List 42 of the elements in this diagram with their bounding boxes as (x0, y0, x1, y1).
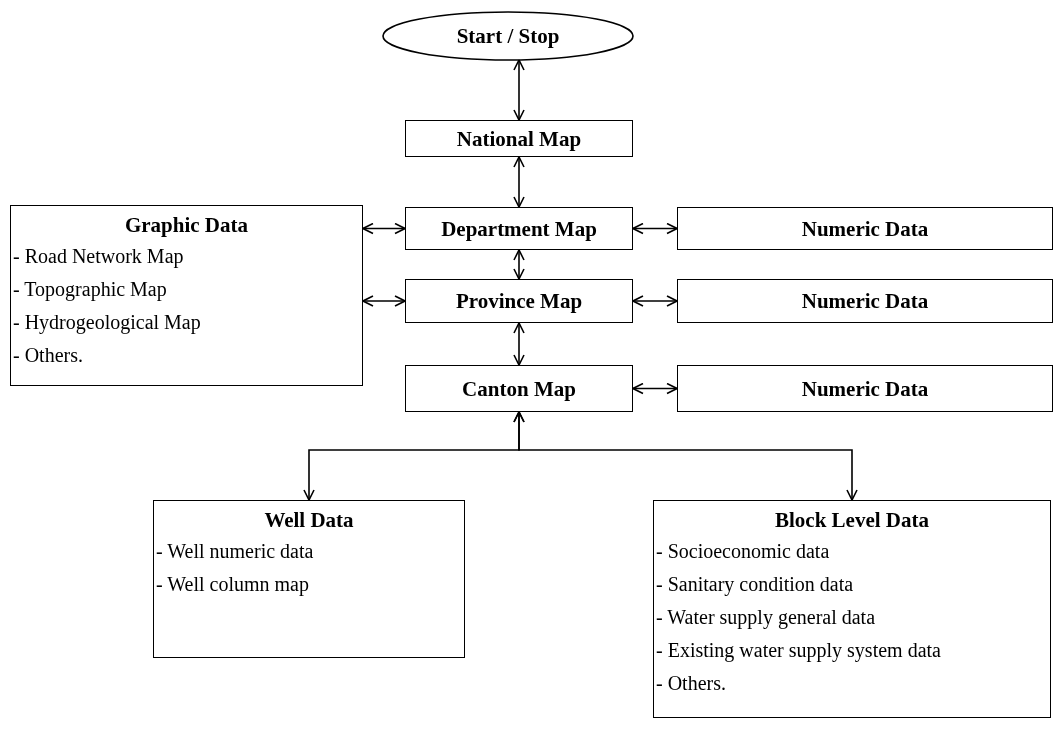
process-box (405, 120, 633, 157)
process-box (677, 279, 1053, 323)
process-box (677, 207, 1053, 250)
box-title: National Map (456, 125, 582, 153)
process-box (405, 365, 633, 412)
data-box (10, 205, 363, 386)
process-box (405, 279, 633, 323)
process-box (405, 207, 633, 250)
list-item: - Water supply general data (655, 605, 877, 631)
box-title: Start / Stop (456, 23, 560, 50)
arrow (513, 411, 858, 501)
box-title: Numeric Data (801, 288, 929, 315)
arrow (632, 382, 678, 395)
box-title: Canton Map (462, 375, 576, 403)
list-item: - Socioeconomic data (655, 539, 831, 564)
arrow (513, 156, 525, 208)
box-title: Block Level Data (774, 507, 930, 534)
list-item: - Others. (12, 343, 84, 368)
arrow (362, 295, 406, 307)
arrow (513, 249, 525, 280)
list-item: - Sanitary condition data (655, 572, 855, 598)
arrow (632, 222, 678, 235)
list-item: - Others. (655, 671, 727, 696)
arrow (362, 222, 406, 235)
arrow (632, 295, 678, 307)
box-title: Numeric Data (801, 375, 929, 403)
list-item: - Road Network Map (12, 244, 185, 270)
data-box (653, 500, 1051, 718)
box-title: Province Map (455, 288, 583, 315)
box-title: Numeric Data (801, 215, 929, 243)
list-item: - Well column map (155, 572, 310, 598)
list-item: - Hydrogeological Map (12, 310, 202, 336)
arrow (513, 59, 525, 121)
box-title: Well Data (263, 507, 355, 534)
box-title: Department Map (441, 215, 597, 243)
process-box (677, 365, 1053, 412)
list-item: - Well numeric data (155, 539, 315, 564)
arrow (513, 322, 525, 366)
data-box (153, 500, 465, 658)
list-item: - Existing water supply system data (655, 638, 942, 664)
box-title: Graphic Data (123, 212, 250, 239)
list-item: - Topographic Map (12, 277, 168, 303)
